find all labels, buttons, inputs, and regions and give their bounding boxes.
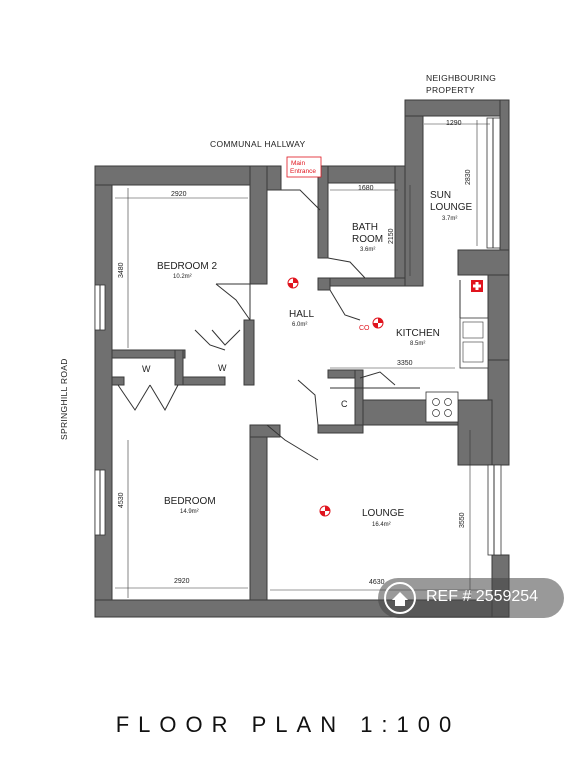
bedroom-area: 14.9m² — [180, 509, 199, 515]
bedroom2-name: BEDROOM 2 — [157, 261, 217, 272]
reference-watermark: REF # 2559254 — [378, 578, 564, 618]
wardrobe-label-2: W — [218, 363, 227, 373]
plan-title: FLOOR PLAN 1:100 — [115, 712, 461, 737]
bathroom-name-1: BATH — [352, 222, 378, 233]
springhill-road-label: SPRINGHILL ROAD — [59, 358, 69, 440]
walls — [94, 99, 510, 618]
dim-lounge-height: 3550 — [459, 512, 466, 528]
communal-hallway-label: COMMUNAL HALLWAY — [210, 139, 306, 149]
smoke-detector-icon-lounge — [319, 505, 331, 517]
smoke-detector-icon-kitchen — [372, 317, 384, 329]
neighbouring-label-2: PROPERTY — [426, 85, 475, 95]
hall-area: 6.0m² — [292, 322, 307, 328]
lounge-name: LOUNGE — [362, 508, 405, 519]
dim-bath-width: 1680 — [358, 185, 374, 192]
sun-lounge-name-2: LOUNGE — [430, 202, 473, 213]
dim-kitchen-width: 3350 — [397, 360, 413, 367]
dim-lounge-width: 4630 — [369, 579, 385, 586]
kitchen-name: KITCHEN — [396, 328, 440, 339]
bedroom2-area: 10.2m² — [173, 274, 192, 280]
smoke-detector-icon-bed2 — [287, 277, 299, 289]
kitchen-fittings — [330, 280, 489, 423]
cupboard-label: C — [341, 399, 348, 409]
main-entrance-label-1: Main — [291, 160, 305, 167]
dim-bed2-width: 2920 — [171, 191, 187, 198]
smoke-detector-symbols — [286, 156, 483, 517]
dim-bed-height: 4530 — [118, 492, 125, 508]
hall-name: HALL — [289, 309, 314, 320]
lounge-area: 16.4m² — [372, 522, 391, 528]
sun-lounge-name-1: SUN — [430, 190, 451, 201]
dim-sun-width: 1290 — [446, 120, 462, 127]
dim-bath-height: 2150 — [388, 228, 395, 244]
bedroom-name: BEDROOM — [164, 496, 216, 507]
bathroom-area: 3.6m² — [360, 247, 375, 253]
dim-bed-width: 2920 — [174, 578, 190, 585]
co-label: CO — [359, 325, 370, 332]
windows — [94, 117, 502, 556]
main-entrance-box — [286, 156, 322, 178]
dimension-lines — [115, 120, 490, 598]
kitchen-area: 8.5m² — [410, 341, 425, 347]
dim-bed2-height: 3480 — [118, 262, 125, 278]
main-entrance-label-2: Entrance — [290, 168, 316, 175]
doors — [117, 189, 396, 461]
house-logo-icon — [384, 582, 416, 614]
sun-lounge-area: 3.7m² — [442, 216, 457, 222]
neighbouring-label-1: NEIGHBOURING — [426, 73, 496, 83]
wardrobe-label-1: W — [142, 364, 151, 374]
reference-number: REF # 2559254 — [426, 588, 539, 605]
first-aid-icon — [471, 280, 483, 292]
bathroom-name-2: ROOM — [352, 234, 383, 245]
dim-sun-height: 2830 — [465, 169, 472, 185]
